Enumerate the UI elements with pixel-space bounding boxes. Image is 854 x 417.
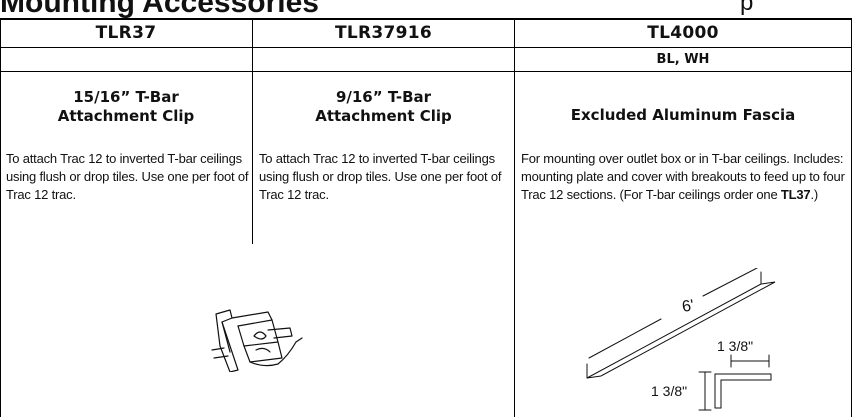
table-border-top bbox=[0, 18, 852, 20]
finish-tlr37 bbox=[0, 48, 252, 71]
accessories-table: TLR37 TLR37916 TL4000 BL, WH 15/16” T-Ba… bbox=[0, 18, 852, 417]
fascia-width-top-label: 1 3/8" bbox=[717, 338, 753, 354]
finish-tl4000: BL, WH bbox=[656, 52, 710, 67]
product-name-line1: 9/16” T-Bar bbox=[335, 88, 432, 106]
product-name-line1: 15/16” T-Bar bbox=[73, 88, 179, 106]
column-header-tlr37916: TLR37916 bbox=[334, 23, 433, 43]
fascia-width-side-label: 1 3/8" bbox=[651, 383, 687, 399]
description-text: For mounting over outlet box or in T-bar… bbox=[521, 151, 845, 202]
finish-divider bbox=[0, 71, 852, 72]
aluminum-fascia-diagram: 6' 1 3/8" 1 3/8" bbox=[586, 268, 776, 411]
column-header-tlr37: TLR37 bbox=[95, 23, 157, 43]
finish-tlr37916 bbox=[253, 48, 514, 71]
description-tl4000: For mounting over outlet box or in T-bar… bbox=[521, 150, 847, 204]
column-divider-1 bbox=[252, 18, 253, 244]
table-border-right bbox=[851, 18, 852, 417]
page-title-suffix: p bbox=[740, 0, 754, 16]
product-name-line2: Attachment Clip bbox=[315, 107, 452, 125]
table-border-left bbox=[0, 18, 1, 417]
product-name-line2: Attachment Clip bbox=[57, 107, 195, 125]
fascia-length-label: 6' bbox=[681, 297, 696, 316]
header-divider bbox=[0, 47, 852, 48]
t-bar-clip-illustration bbox=[211, 309, 303, 372]
product-name-tlr37916: 9/16” T-Bar Attachment Clip bbox=[253, 88, 514, 126]
description-tlr37916: To attach Trac 12 to inverted T-bar ceil… bbox=[259, 151, 502, 202]
description-tlr37: To attach Trac 12 to inverted T-bar ceil… bbox=[6, 151, 249, 202]
product-name-tl4000: Excluded Aluminum Fascia bbox=[570, 106, 796, 124]
description-code: TL37 bbox=[780, 187, 811, 202]
page-title: Mounting Accessories bbox=[0, 0, 319, 19]
column-divider-2 bbox=[514, 18, 515, 417]
product-name-tlr37: 15/16” T-Bar Attachment Clip bbox=[0, 88, 252, 126]
column-header-tl4000: TL4000 bbox=[647, 23, 719, 43]
description-end: .) bbox=[810, 187, 818, 202]
